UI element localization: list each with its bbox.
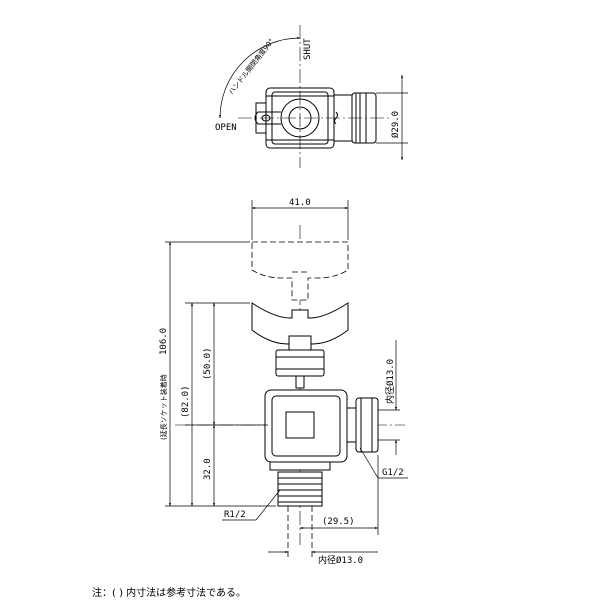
height-total-note: (延長ソケット装着時 <box>159 374 168 440</box>
handle-angle-label: ハンドル開閉角度90° <box>226 37 275 96</box>
height-32-label: 32.0 <box>203 458 213 480</box>
height-50-label: (50.0) <box>203 347 213 380</box>
thread-r-label: R1/2 <box>224 510 246 520</box>
side-view <box>165 200 408 560</box>
height-total-label: 106.0 <box>159 328 169 355</box>
inner-dia-top-label: 内径Ø13.0 <box>384 359 396 404</box>
top-view <box>218 25 408 168</box>
height-82-label: (82.0) <box>181 385 191 418</box>
top-dia-label: Ø29.0 <box>390 111 401 138</box>
open-label: OPEN <box>215 123 237 133</box>
shut-label: SHUT <box>303 38 313 60</box>
inner-dia-bottom-label: 内径Ø13.0 <box>318 554 363 566</box>
thread-g-label: G1/2 <box>382 468 404 478</box>
width-dim-label: 41.0 <box>289 198 311 208</box>
offset-dim-label: (29.5) <box>322 517 355 527</box>
footnote: 注：( ) 内寸法は参考寸法である。 <box>92 588 247 599</box>
